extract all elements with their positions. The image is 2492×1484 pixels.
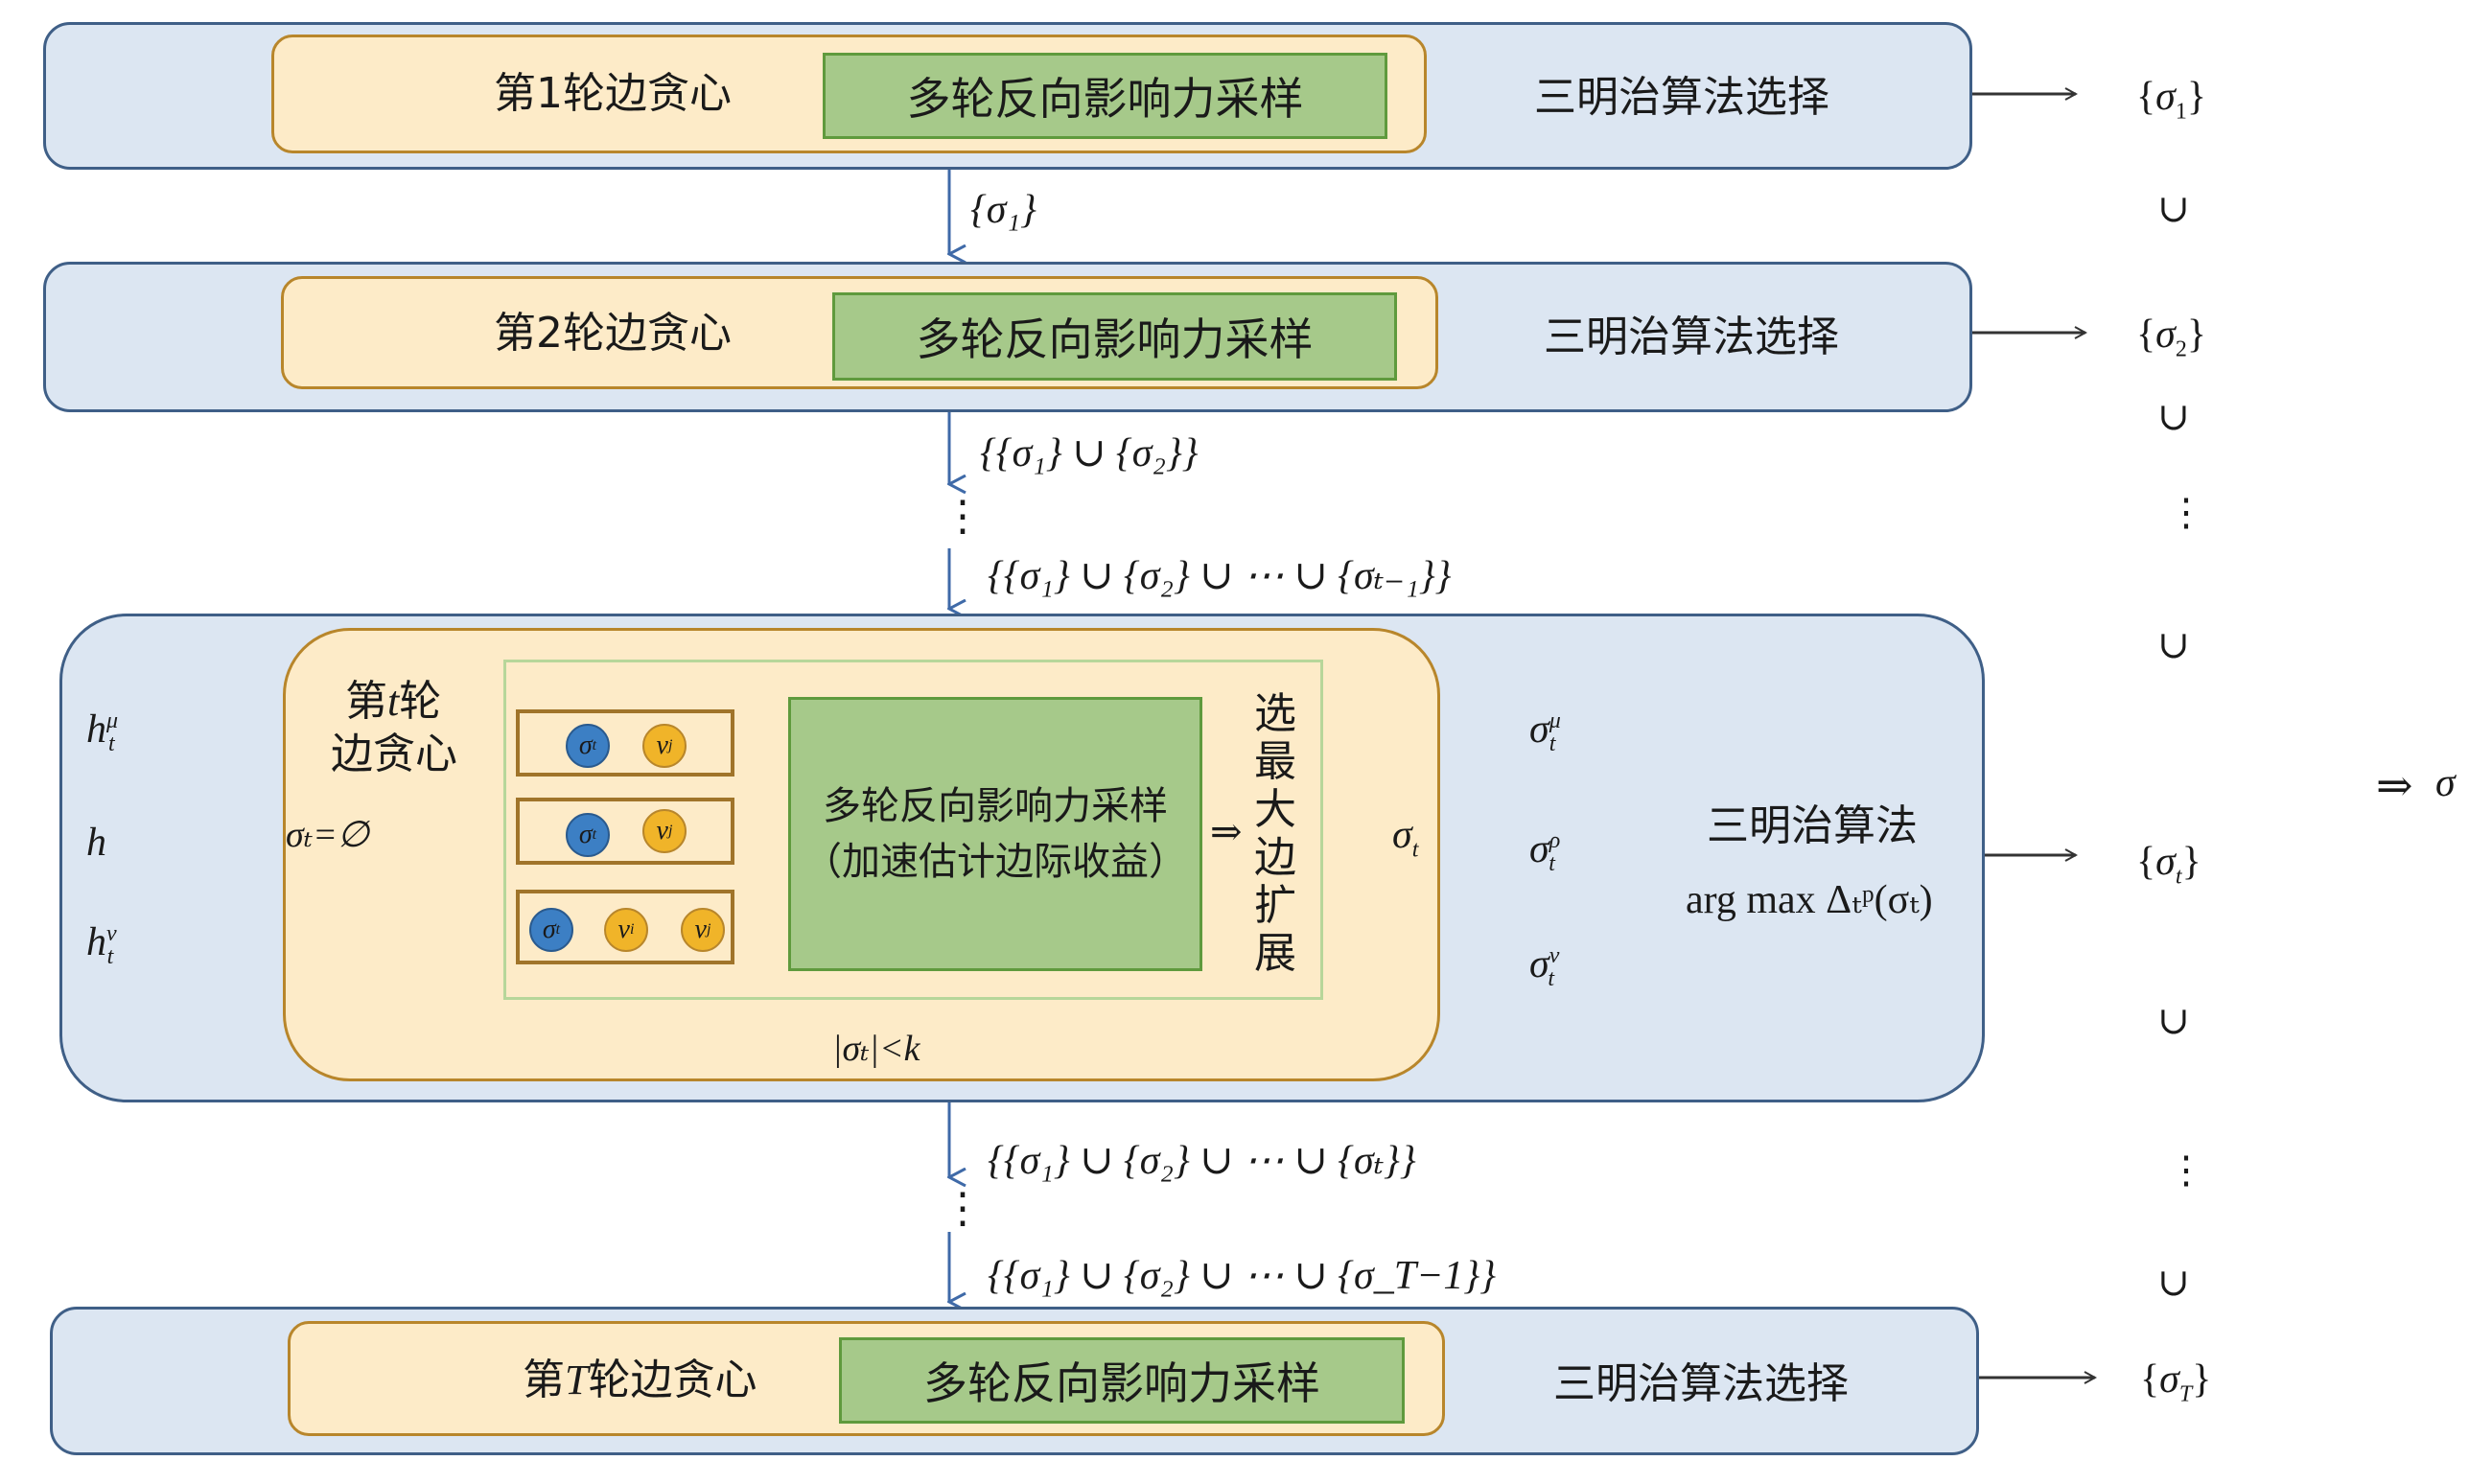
round-2-title: 第2轮边贪心: [494, 309, 732, 358]
round-1-sampling-box: 多轮反向影响力采样: [823, 53, 1387, 139]
transition-ellipsis-1: ⋮: [942, 492, 984, 541]
round-2-sampling-label: 多轮反向影响力采样: [916, 313, 1314, 365]
round-1-title: 第1轮边贪心: [494, 69, 732, 118]
transition-label-5: {{σ₁} ∪ {σ₂} ∪ ⋯ ∪ {σ_T−1}}: [988, 1254, 1496, 1298]
transition-label-4: {{σ₁} ∪ {σ₂} ∪ ⋯ ∪ {σₜ}}: [988, 1139, 1416, 1183]
transition-ellipsis-2: ⋮: [942, 1184, 984, 1233]
round-T-title: 第T轮边贪心: [523, 1356, 757, 1404]
round-1-output: {σ1}: [2136, 75, 2207, 125]
sampling-container: [503, 660, 1323, 1000]
bound-sigma-rho: σρt: [1529, 827, 1561, 877]
loop-condition: |σₜ|<k: [832, 1029, 920, 1069]
init-empty-set: σₜ=∅: [286, 815, 369, 855]
transition-label-1: {σ₁}: [970, 188, 1036, 232]
round-2-sampling-box: 多轮反向影响力采样: [832, 292, 1397, 381]
right-ellipsis-1: ⋮: [2167, 491, 2205, 535]
round-2-sandwich-select: 三明治算法选择: [1544, 313, 1839, 361]
final-implies-arrow: ⇒: [2376, 759, 2413, 811]
transition-label-3: {{σ₁} ∪ {σ₂} ∪ ⋯ ∪ {σₜ₋₁}}: [988, 554, 1452, 598]
round-T-sandwich-select: 三明治算法选择: [1553, 1359, 1849, 1408]
union-symbol-5: ∪: [2157, 1261, 2190, 1305]
sigma-t-result: σt: [1392, 813, 1419, 863]
round-t-output: {σt}: [2136, 840, 2201, 890]
input-h-v: hvt: [86, 920, 117, 970]
sandwich-formula: arg max Δₜᵖ(σₜ): [1686, 878, 1933, 922]
detail-sampling-label: 多轮反向影响力采样: [823, 784, 1168, 828]
round-t-title-line1: 第t轮: [345, 677, 442, 726]
union-symbol-2: ∪: [2157, 395, 2190, 439]
input-h-mu: hμt: [86, 707, 119, 757]
round-t-title-line2: 边贪心: [331, 730, 457, 778]
round-1-sandwich-select: 三明治算法选择: [1534, 73, 1829, 122]
round-T-output: {σT}: [2140, 1357, 2212, 1407]
right-ellipsis-2: ⋮: [2167, 1148, 2205, 1193]
round-T-sampling-label: 多轮反向影响力采样: [923, 1357, 1320, 1409]
bound-sigma-mu: σμt: [1529, 707, 1561, 757]
round-1-sampling-label: 多轮反向影响力采样: [906, 73, 1304, 125]
union-symbol-1: ∪: [2157, 187, 2190, 231]
detail-sampling-sublabel: （加速估计边际收益）: [803, 840, 1187, 884]
bound-sigma-v: σvt: [1529, 942, 1560, 992]
transition-label-2: {{σ₁} ∪ {σ₂}}: [980, 431, 1199, 475]
round-T-sampling-box: 多轮反向影响力采样: [839, 1337, 1405, 1424]
union-symbol-4: ∪: [2157, 999, 2190, 1043]
detail-sampling-box: 多轮反向影响力采样 （加速估计边际收益）: [788, 697, 1202, 971]
select-max-edge-label: 选最大边扩展: [1254, 689, 1296, 978]
round-2-output: {σ2}: [2136, 313, 2207, 362]
sandwich-title: 三明治算法: [1707, 801, 1918, 850]
implies-arrow: ⇒: [1210, 810, 1243, 854]
final-result-sigma: σ: [2435, 761, 2456, 805]
input-h: h: [86, 821, 106, 865]
union-symbol-3: ∪: [2157, 623, 2190, 667]
